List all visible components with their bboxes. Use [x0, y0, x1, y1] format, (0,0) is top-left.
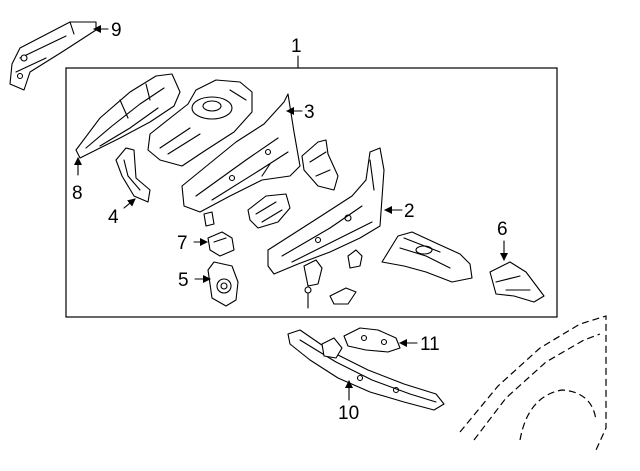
lower-small-parts — [303, 249, 363, 309]
part-9-bracket — [9, 21, 97, 91]
part-10-crossmember — [287, 329, 445, 411]
part-8-rail — [75, 73, 181, 159]
callout-1-label: 1 — [291, 36, 302, 57]
part-2-side-member — [267, 147, 385, 275]
cowl-shelf-panel — [381, 231, 473, 283]
fender-outline — [459, 315, 607, 451]
callout-3-label: 3 — [304, 102, 315, 123]
part-11-gusset — [343, 327, 401, 353]
callout-5-label: 5 — [178, 270, 189, 291]
callout-11-label: 11 — [420, 334, 440, 355]
inner-bracket — [301, 139, 339, 191]
callout-7-label: 7 — [177, 233, 188, 254]
strut-tower-panel — [147, 79, 253, 167]
callout-8-label: 8 — [72, 183, 83, 204]
assembly-frame — [65, 67, 558, 318]
part-3-apron — [181, 93, 301, 213]
callout-4-label: 4 — [108, 207, 119, 228]
middle-support-block — [247, 193, 291, 229]
callout-10-label: 10 — [338, 403, 359, 424]
part-7-bracket — [203, 211, 235, 257]
callout-6-label: 6 — [497, 219, 508, 240]
part-6-bracket — [489, 261, 545, 303]
callout-2-label: 2 — [404, 201, 415, 222]
part-4-reinforcement — [115, 147, 151, 203]
part-5-mount-plate — [207, 261, 239, 307]
callout-9-label: 9 — [111, 20, 122, 41]
callout-4-leader — [123, 198, 136, 209]
